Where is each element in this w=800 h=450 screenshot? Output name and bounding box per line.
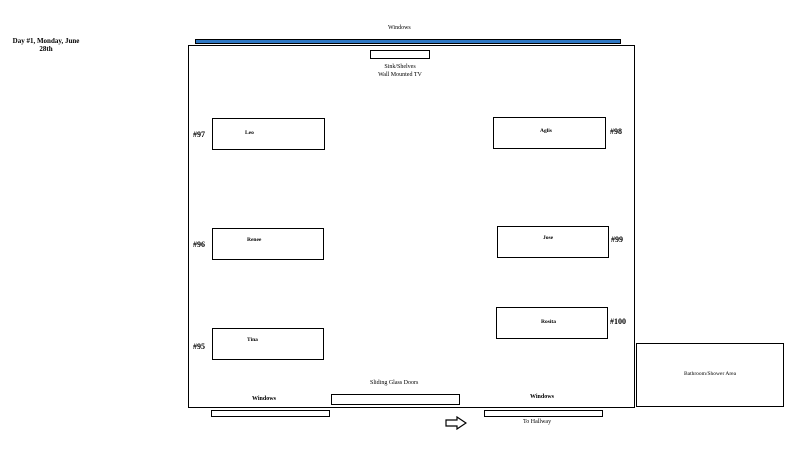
sink-tv-label: Sink/Shelves Wall Mounted TV	[378, 64, 422, 78]
bed-97-number: #97	[193, 130, 205, 139]
windows-bottom-left-label: Windows	[252, 396, 276, 402]
bed-96	[212, 228, 324, 260]
bed-96-name: Renee	[247, 237, 262, 243]
bed-99-name: Jose	[543, 235, 554, 241]
bed-95-number: #95	[193, 342, 205, 351]
bed-98-name: Aglis	[540, 128, 552, 134]
bathroom-label: Bathroom/Shower Area	[683, 371, 737, 377]
sliding-doors-label: Sliding Glass Doors	[370, 380, 419, 386]
bed-98	[493, 117, 606, 149]
bed-95	[212, 328, 324, 360]
to-hallway-label: To Hallway	[523, 419, 552, 425]
bathroom-area	[636, 343, 784, 407]
bed-97-name: Leo	[245, 130, 254, 136]
windows-bottom-left	[211, 410, 330, 417]
windows-top-bar	[195, 39, 621, 44]
bed-96-number: #96	[193, 240, 205, 249]
bed-95-name: Tina	[247, 337, 258, 343]
windows-bottom-right-label: Windows	[530, 394, 554, 400]
day-title: Day #1, Monday, June 28th	[12, 37, 80, 53]
bed-98-number: #98	[610, 127, 622, 136]
bed-97	[212, 118, 325, 150]
sliding-doors	[331, 394, 460, 405]
bed-100-name: Rosita	[541, 319, 556, 325]
windows-top-label: Windows	[388, 25, 411, 31]
bed-100	[496, 307, 608, 339]
room-outline	[188, 45, 635, 408]
bed-100-number: #100	[610, 317, 626, 326]
windows-bottom-right	[484, 410, 603, 417]
arrow-right-icon	[445, 415, 468, 431]
bed-99	[497, 226, 609, 258]
bed-99-number: #99	[611, 235, 623, 244]
sink-shelves-box	[370, 50, 430, 59]
